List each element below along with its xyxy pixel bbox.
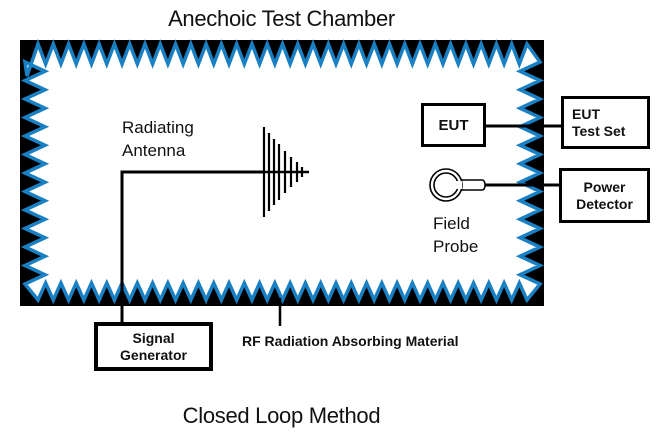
signal-generator-box[interactable]: Signal Generator [94,322,213,371]
eut-test-set-label-line1: EUT [572,105,600,122]
antenna-label-line1: Radiating [122,118,194,137]
field-probe-label-line2: Probe [433,237,479,256]
signal-generator-label-line1: Signal [132,329,175,346]
power-detector-label-line1: Power [583,178,626,195]
diagram-title: Anechoic Test Chamber [168,6,395,31]
antenna-label-line2: Antenna [122,141,186,160]
field-probe-label: Field Probe [433,212,478,258]
method-title: Closed Loop Method [182,403,381,428]
field-probe-icon [429,168,486,202]
antenna-feed-cable [120,170,264,326]
power-detector-label-line2: Detector [576,195,633,212]
field-probe-label-line1: Field [433,214,470,233]
signal-generator-label-line2: Generator [120,346,187,363]
log-periodic-antenna-icon [262,127,309,217]
eut-box[interactable]: EUT [421,103,486,147]
absorber-label: RF Radiation Absorbing Material [242,333,459,349]
antenna-label: Radiating Antenna [122,116,194,162]
eut-label: EUT [438,116,469,134]
eut-test-set-label-line2: Test Set [572,122,626,139]
power-detector-box[interactable]: Power Detector [559,168,650,223]
eut-test-set-box[interactable]: EUT Test Set [561,96,650,149]
